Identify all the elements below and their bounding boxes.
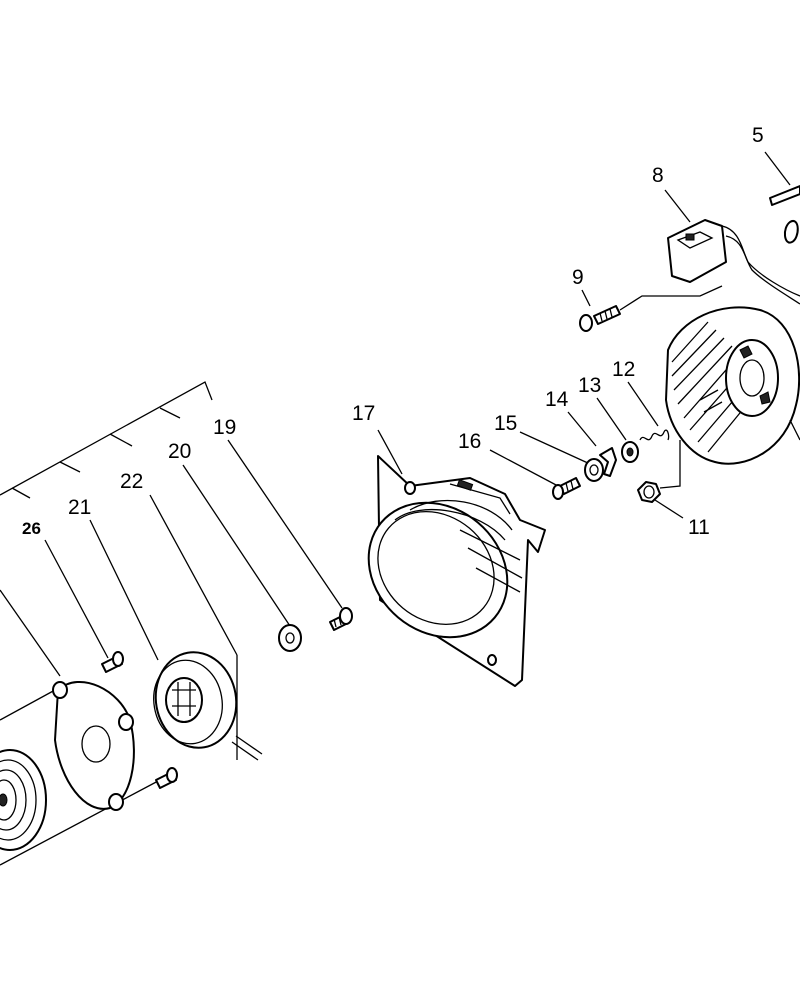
part-20-washer [278, 624, 302, 652]
part-labels: 5 8 9 12 13 14 15 16 11 17 19 20 22 21 2… [22, 124, 764, 539]
starter-spring-reel [0, 749, 47, 851]
label-part-21: 21 [68, 496, 91, 519]
part-26-screw-bottom [155, 767, 178, 789]
part-14-pawl [599, 447, 617, 477]
label-part-11: 11 [688, 516, 710, 539]
part-11-nut [637, 481, 661, 503]
label-part-20: 20 [168, 440, 191, 463]
part-5-pin [769, 185, 800, 206]
label-part-5: 5 [752, 124, 764, 147]
part-15-washer [584, 458, 604, 482]
label-part-12: 12 [612, 358, 635, 381]
part-19-screw [329, 607, 353, 631]
label-part-13: 13 [578, 374, 601, 397]
label-part-8: 8 [652, 164, 664, 187]
part-13-washer [621, 441, 639, 463]
leader-lines [0, 151, 791, 866]
part-21-cover-plate [52, 680, 135, 811]
label-part-14: 14 [545, 388, 569, 411]
label-part-16: 16 [458, 430, 481, 453]
part-12-spring [639, 429, 670, 441]
label-part-17: 17 [352, 402, 375, 425]
label-part-22: 22 [120, 470, 143, 493]
part-17-fan-housing [367, 455, 546, 687]
label-part-9: 9 [572, 266, 584, 289]
label-part-15: 15 [494, 412, 517, 435]
label-part-19: 19 [213, 416, 236, 439]
part-9-screw [579, 305, 621, 332]
label-part-26: 26 [22, 519, 41, 538]
part-16-screw [552, 477, 581, 500]
part-8-ignition-coil [667, 219, 800, 305]
part-26-screw-top [101, 651, 124, 673]
flywheel [665, 306, 800, 465]
part-22-pulley [153, 651, 263, 761]
